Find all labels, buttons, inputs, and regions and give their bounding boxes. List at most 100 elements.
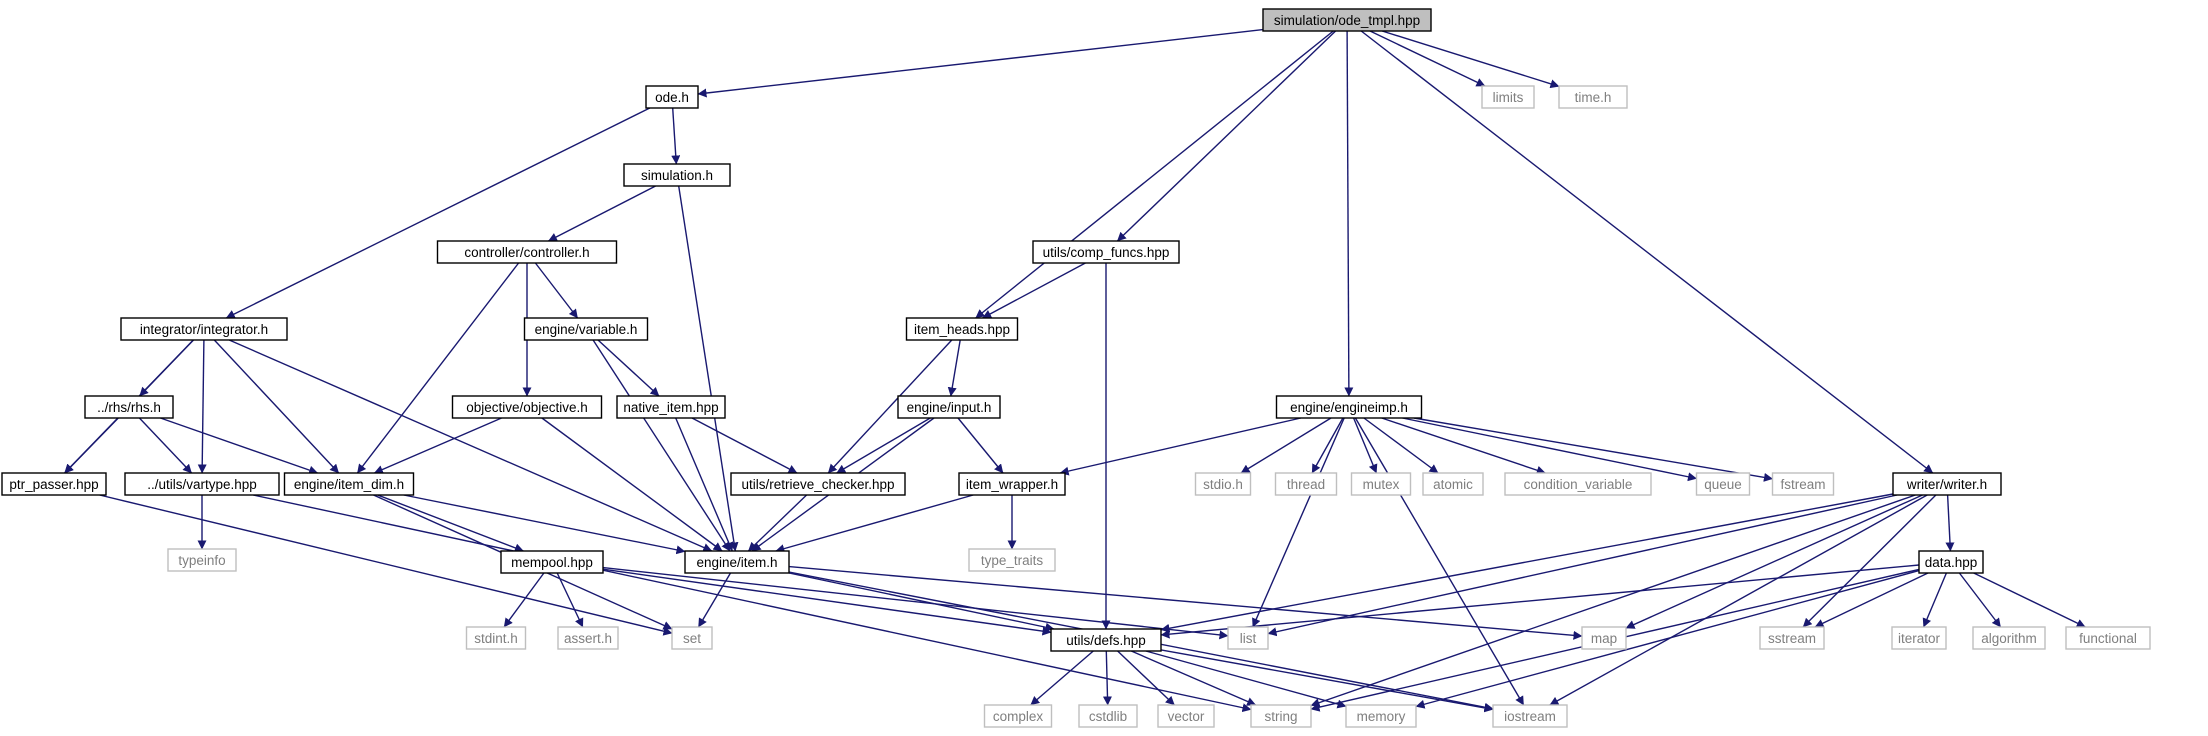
node-complex: complex	[983, 704, 1053, 728]
include-edge	[602, 566, 1229, 640]
include-edge	[1059, 417, 1302, 476]
include-edge	[597, 339, 660, 397]
node-time-h: time.h	[1558, 85, 1628, 109]
edge-engineimp_h-to-list	[1252, 417, 1345, 628]
node-box	[124, 472, 280, 496]
node-rhs-h[interactable]: ../rhs/rhs.h	[84, 395, 174, 419]
include-edge	[556, 572, 584, 628]
include-edge	[1413, 417, 1773, 482]
edge-item_h-to-map	[788, 565, 1583, 640]
node-label: engine/item.h	[696, 555, 777, 570]
include-edge	[547, 185, 656, 242]
node-label: iterator	[1898, 631, 1941, 646]
node-box	[1891, 626, 1947, 650]
edge-mempool-to-stdint_h	[503, 572, 545, 628]
node-engineimp-h[interactable]: engine/engineimp.h	[1275, 395, 1423, 419]
include-edge	[503, 572, 545, 628]
node-ptr-passer[interactable]: ptr_passer.hpp	[1, 472, 107, 496]
node-box	[1504, 472, 1652, 496]
edge-writer_h-to-sstream	[1802, 494, 1937, 628]
node-label: condition_variable	[1524, 477, 1633, 492]
node-label: utils/defs.hpp	[1066, 633, 1146, 648]
edge-data_hpp-to-iterator	[1922, 572, 1948, 628]
node-label: objective/objective.h	[466, 400, 588, 415]
node-variable-h[interactable]: engine/variable.h	[523, 317, 649, 341]
node-simulation-h[interactable]: simulation.h	[623, 163, 731, 187]
node-box	[1972, 626, 2046, 650]
node-label: assert.h	[564, 631, 612, 646]
node-input-h[interactable]: engine/input.h	[897, 395, 1001, 419]
node-native-item[interactable]: native_item.hpp	[616, 395, 726, 419]
edge-rhs_h-to-vartype	[138, 417, 193, 474]
edge-writer_h-to-defs_hpp	[1160, 493, 1894, 633]
node-box	[523, 317, 649, 341]
edge-writer_h-to-string	[1310, 494, 1916, 707]
include-edge	[1360, 30, 1934, 474]
node-box	[1581, 626, 1627, 650]
edge-item_heads-to-retrieve_checker	[827, 339, 953, 474]
node-assert-h: assert.h	[557, 626, 619, 650]
edge-integrator_h-to-item_h	[228, 339, 713, 552]
node-integrator-h[interactable]: integrator/integrator.h	[120, 317, 288, 341]
node-box	[120, 317, 288, 341]
edge-native_item-to-retrieve_checker	[691, 417, 798, 474]
node-functional: functional	[2065, 626, 2151, 650]
node-vartype[interactable]: ../utils/vartype.hpp	[124, 472, 280, 496]
node-retrieve-checker[interactable]: utils/retrieve_checker.hpp	[730, 472, 906, 496]
node-cstdlib: cstdlib	[1078, 704, 1138, 728]
edge-variable_h-to-native_item	[597, 339, 660, 397]
include-edge	[747, 494, 808, 552]
node-label: utils/comp_funcs.hpp	[1043, 245, 1170, 260]
node-mempool[interactable]: mempool.hpp	[500, 550, 604, 574]
node-item-h[interactable]: engine/item.h	[684, 550, 790, 574]
node-label: limits	[1493, 90, 1524, 105]
edge-writer_h-to-map	[1625, 494, 1923, 629]
edge-variable_h-to-item_h	[592, 339, 731, 552]
edge-layer	[64, 28, 2086, 713]
node-item-heads[interactable]: item_heads.hpp	[905, 317, 1019, 341]
node-controller-h[interactable]: controller/controller.h	[436, 240, 618, 264]
node-defs-hpp[interactable]: utils/defs.hpp	[1050, 628, 1162, 652]
node-box	[1194, 472, 1252, 496]
node-item-wrapper[interactable]: item_wrapper.h	[958, 472, 1066, 496]
edge-item_dim-to-mempool	[377, 494, 524, 553]
include-edge	[1102, 650, 1112, 706]
node-box	[436, 240, 618, 264]
edge-item_wrapper-to-item_h	[775, 494, 974, 553]
include-edge	[225, 107, 651, 319]
include-edge	[1814, 572, 1929, 628]
include-edge	[602, 568, 1052, 636]
node-box	[500, 550, 604, 574]
include-edge	[1415, 569, 1920, 709]
edge-writer_h-to-data_hpp	[1945, 494, 1955, 552]
include-edge	[1160, 649, 1494, 713]
node-label: queue	[1704, 477, 1742, 492]
node-algorithm: algorithm	[1972, 626, 2046, 650]
node-label: mutex	[1363, 477, 1400, 492]
node-item-dim[interactable]: engine/item_dim.h	[283, 472, 415, 496]
node-ode-h[interactable]: ode.h	[645, 85, 699, 109]
node-set: set	[671, 626, 713, 650]
include-edge	[592, 339, 731, 552]
node-data-hpp[interactable]: data.hpp	[1918, 550, 1984, 574]
edge-engineimp_h-to-atomic	[1363, 417, 1439, 474]
edge-ode_h-to-simulation_h	[671, 107, 681, 165]
edge-ode_tmpl-to-item_heads	[975, 30, 1334, 319]
node-comp-funcs[interactable]: utils/comp_funcs.hpp	[1032, 240, 1180, 264]
node-condition-variable: condition_variable	[1504, 472, 1652, 496]
include-edge	[213, 339, 340, 474]
node-ode-tmpl[interactable]: simulation/ode_tmpl.hpp	[1262, 8, 1432, 32]
edge-defs_hpp-to-iostream	[1160, 649, 1494, 713]
node-mutex: mutex	[1350, 472, 1412, 496]
include-edge	[403, 494, 686, 555]
node-box	[84, 395, 174, 419]
edge-ode_tmpl-to-writer_h	[1360, 30, 1934, 474]
node-objective-h[interactable]: objective/objective.h	[451, 395, 603, 419]
edge-ode_tmpl-to-comp_funcs	[1116, 30, 1337, 242]
edge-retrieve_checker-to-item_h	[747, 494, 808, 552]
node-stdint-h: stdint.h	[465, 626, 527, 650]
edge-data_hpp-to-memory	[1415, 569, 1920, 709]
include-edge	[1311, 417, 1344, 474]
node-writer-h[interactable]: writer/writer.h	[1892, 472, 2002, 496]
edge-engineimp_h-to-stdio_h	[1240, 417, 1332, 474]
